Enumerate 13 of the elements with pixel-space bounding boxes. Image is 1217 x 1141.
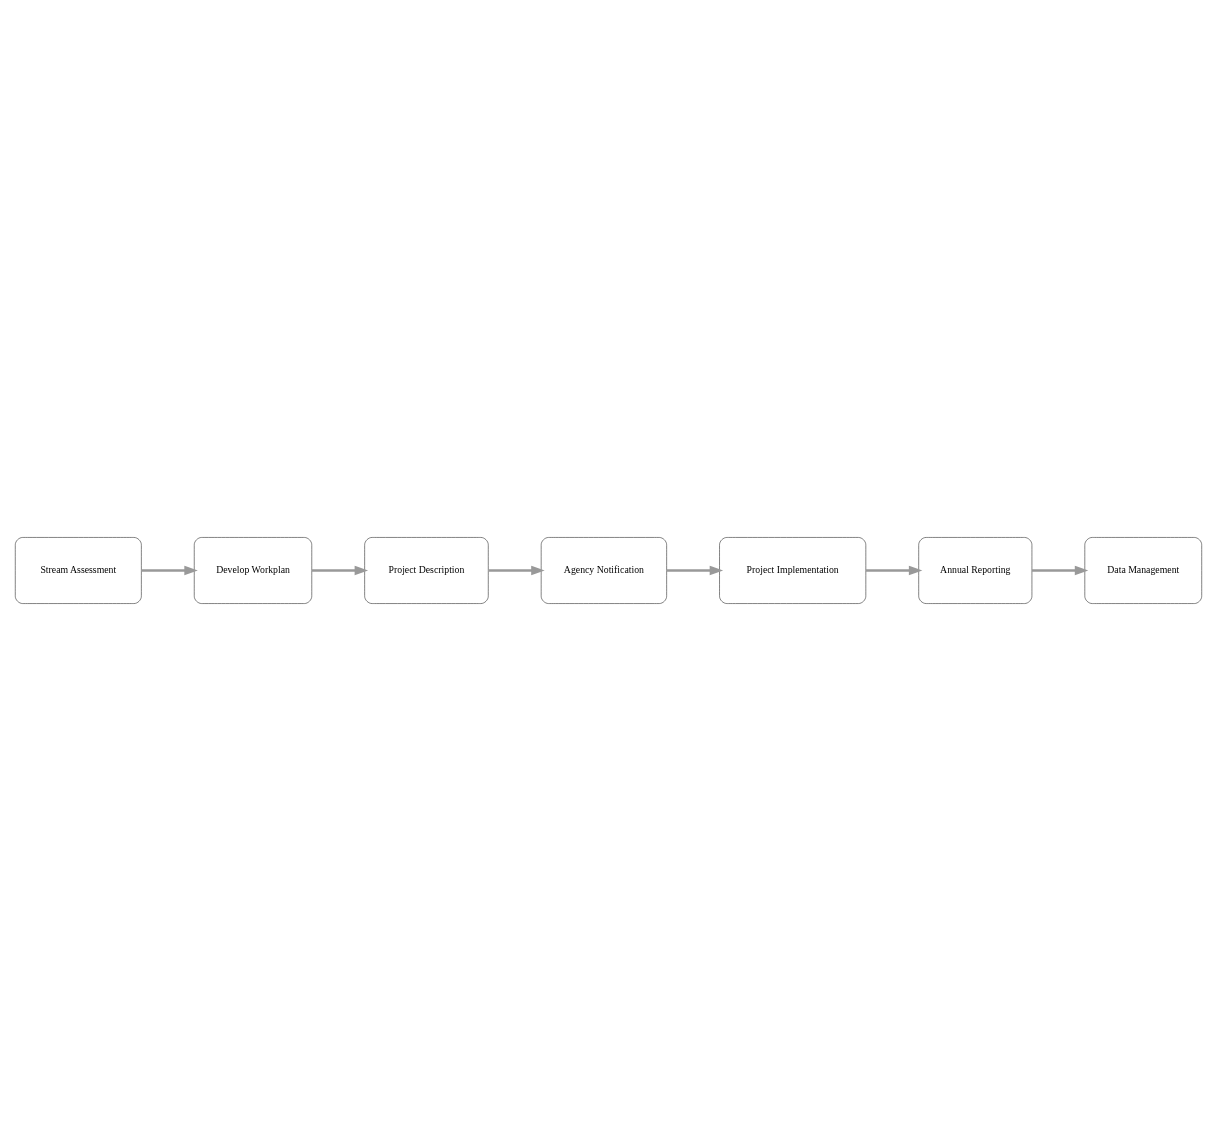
arrow [865,565,923,576]
arrow [488,565,545,576]
arrow [666,565,724,576]
arrow [141,565,198,576]
node-box: Data Management [1084,537,1203,604]
node-box: Develop Workplan [193,537,313,604]
node-box: Annual Reporting [918,537,1033,604]
arrow [1031,565,1089,576]
node-box: Agency Notification [540,537,667,604]
node-box: Stream Assessment [14,537,142,604]
node-box: Project Implementation [719,537,867,604]
arrow [312,565,369,576]
node-box: Project Description [364,537,489,604]
